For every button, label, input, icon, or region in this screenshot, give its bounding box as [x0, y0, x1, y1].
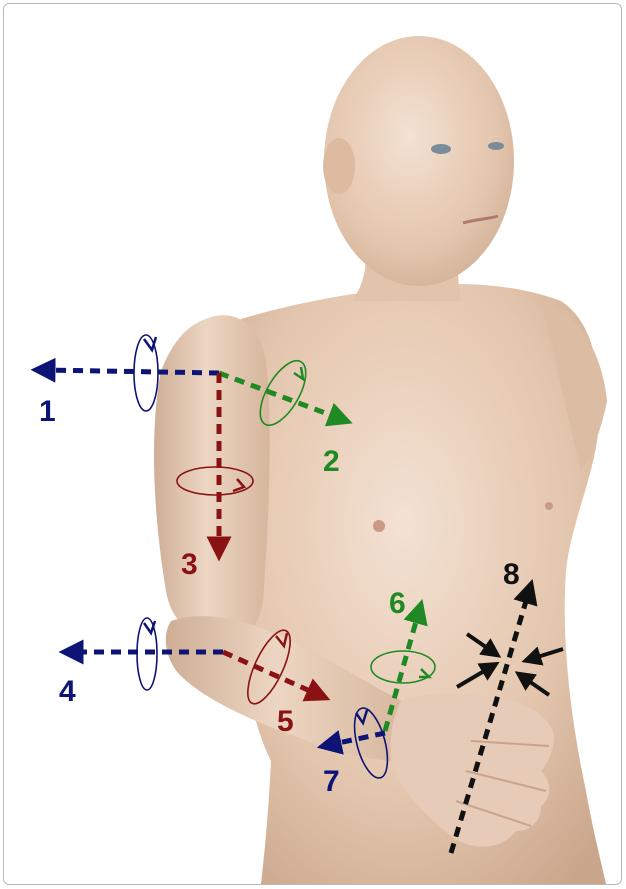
figure-frame: 1 2 3 4 5 6 7 8 [3, 3, 622, 885]
label-3: 3 [181, 548, 198, 581]
right-eye [488, 142, 504, 150]
arm-dof-diagram: 1 2 3 4 5 6 7 8 [4, 4, 621, 884]
label-2: 2 [323, 445, 340, 478]
label-7: 7 [323, 765, 340, 798]
label-1: 1 [39, 395, 56, 428]
ear [323, 138, 355, 194]
chest-nipple [373, 520, 385, 532]
axis-1-arrow [43, 370, 219, 373]
chest-nipple-far [545, 502, 553, 510]
label-4: 4 [59, 675, 76, 708]
label-5: 5 [277, 705, 294, 738]
label-6: 6 [389, 587, 406, 620]
label-8: 8 [503, 558, 520, 591]
left-eye [431, 144, 451, 154]
rotation-1-tip [144, 337, 156, 350]
rotation-4-tip [144, 621, 155, 633]
human-figure [154, 36, 607, 884]
